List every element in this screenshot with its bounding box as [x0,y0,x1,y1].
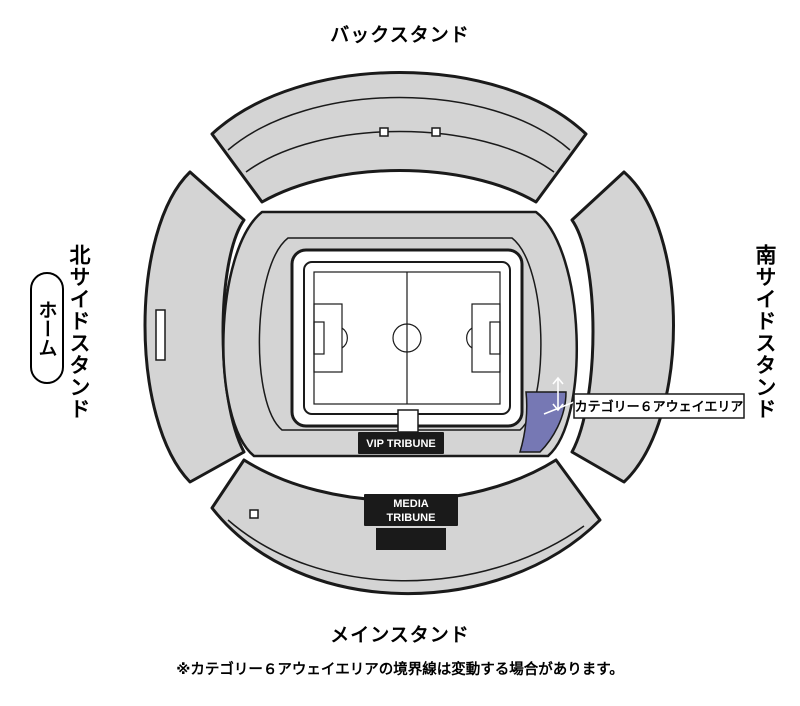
inner-lower-tier [258,237,542,431]
center-circle [392,323,422,353]
north-stand-outer[interactable] [143,170,246,484]
media-tribune-box[interactable] [364,494,458,526]
back-stand-marker-left [379,127,389,137]
back-stand-marker-right [431,127,441,137]
media-tribune-label-line1: MEDIA [393,498,429,510]
main-stand-marker [249,509,259,519]
boundary-arrow-down [552,403,564,412]
away-boundary-footnote: ※カテゴリー６アウェイエリアの境界線は変動する場合があります。 [176,662,624,678]
penalty-arc-left [341,327,348,349]
penalty-arc-right [466,327,473,349]
north-stand-marker [155,309,166,361]
media-tribune-label-line2: TRIBUNE [387,512,436,524]
main-stand-upper[interactable] [210,458,602,595]
outer-stands [143,71,675,595]
home-badge-label: ホーム [35,299,58,357]
boundary-arrow-up [552,376,564,385]
vip-tribune-box[interactable] [358,432,444,454]
vip-tribune-label: VIP TRIBUNE [366,438,435,450]
back-stand-upper[interactable] [210,71,588,204]
north-stand-label: 北サイドスタンド [67,244,91,420]
media-tribune-base [376,528,446,550]
away-area-callout-box [573,393,745,419]
callout-leader [543,401,575,415]
tunnel [397,409,419,433]
back-stand-inner-tier-2 [245,130,555,173]
home-badge: ホーム [30,272,64,384]
south-stand-outer[interactable] [570,170,675,484]
south-stand-label: 南サイドスタンド [753,244,777,420]
back-stand-label: バックスタンド [330,24,470,46]
away-area-callout: カテゴリー６アウェイエリア [543,376,745,419]
goal-box-left [313,321,325,355]
pitch [290,248,524,433]
back-stand-inner-tier [227,96,571,151]
main-stand-inner-tier [227,519,585,582]
goal-box-right [489,321,501,355]
main-stand-label: メインスタンド [330,624,470,646]
away-area-callout-label: カテゴリー６アウェイエリア [575,399,744,415]
